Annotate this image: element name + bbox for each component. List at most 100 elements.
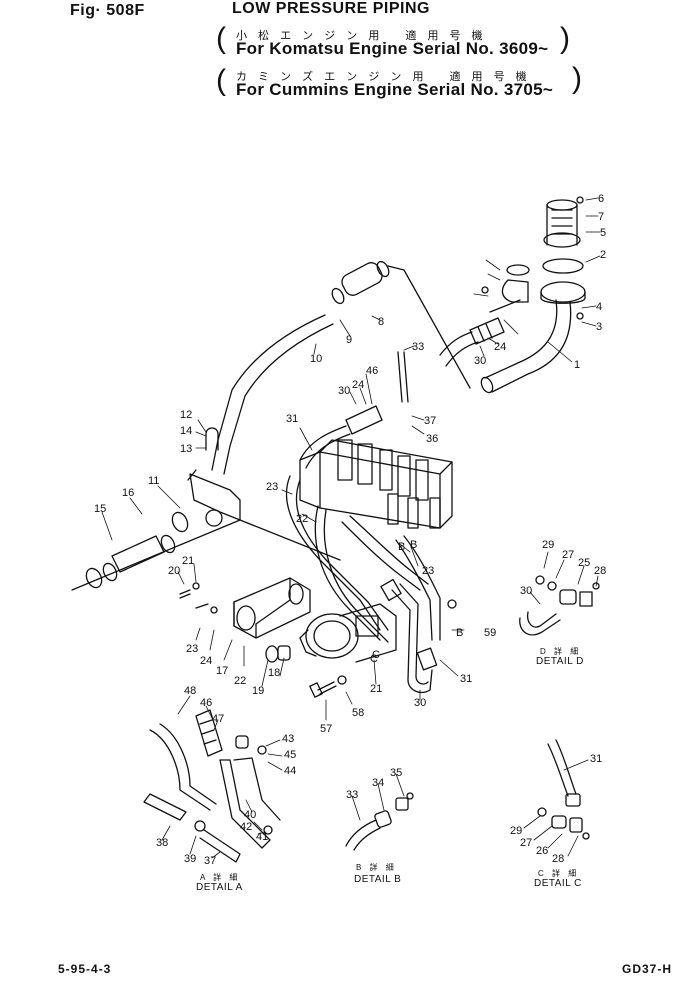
callout: B <box>456 627 463 639</box>
leader-line-8 <box>387 265 471 389</box>
callout: 13 <box>180 443 192 455</box>
callout: 57 <box>320 723 332 735</box>
svg-text:41: 41 <box>256 831 268 843</box>
figure-number: Fig· 508F <box>70 2 145 19</box>
callout: C <box>370 653 378 665</box>
svg-text:34: 34 <box>372 777 384 789</box>
open-paren-komatsu: ( <box>216 22 226 55</box>
svg-text:38: 38 <box>156 837 168 849</box>
svg-text:28: 28 <box>594 565 606 577</box>
callout: 21 <box>182 555 194 567</box>
detail-d-caption-jp: D 詳 細 <box>540 646 581 656</box>
detail-c-caption: DETAIL C <box>534 878 582 889</box>
suction-pipe-1 <box>480 299 572 394</box>
svg-text:42: 42 <box>240 821 252 833</box>
svg-text:28: 28 <box>552 853 564 865</box>
leader-lines <box>101 197 601 859</box>
u-bolt-49 <box>397 351 403 403</box>
plug-18-19 <box>265 645 291 663</box>
detail-b-drawing <box>345 792 414 851</box>
svg-text:29: 29 <box>542 539 554 551</box>
callout: 17 <box>216 665 228 677</box>
svg-text:37: 37 <box>204 855 216 867</box>
svg-text:43: 43 <box>282 733 294 745</box>
close-paren-komatsu: ) <box>560 22 570 55</box>
komatsu-serial-note-jp: 小 松 エ ン ジ ン 用 適 用 号 機 <box>236 30 487 42</box>
callout: 23 <box>186 643 198 655</box>
callout: 3 <box>596 321 602 333</box>
callout: 59 <box>484 627 496 639</box>
callout: 37 <box>424 415 436 427</box>
callout: 22 <box>296 513 308 525</box>
svg-text:40: 40 <box>244 809 256 821</box>
callout: 31 <box>460 673 472 685</box>
callout-letter: C <box>372 649 380 661</box>
detail-captions: A 詳 細 DETAIL A B 詳 細 DETAIL B C 詳 細 DETA… <box>196 646 583 893</box>
detail-b-caption-jp: B 詳 細 <box>356 862 397 872</box>
callout: 4 <box>596 301 602 313</box>
callout: 22 <box>234 675 246 687</box>
callout: B <box>398 541 405 553</box>
callout: 58 <box>352 707 364 719</box>
callout: 23 <box>266 481 278 493</box>
tube-bundle-31-32-33 <box>285 475 441 643</box>
elbow-11 <box>187 469 241 527</box>
detail-c-caption-jp: C 詳 細 <box>538 868 579 878</box>
bolt-57-58 <box>309 675 347 698</box>
svg-text:46: 46 <box>200 697 212 709</box>
hydraulic-pump <box>299 603 397 663</box>
hose-47-upper <box>439 317 505 367</box>
callout: 23 <box>422 565 434 577</box>
callout: 33 <box>412 341 424 353</box>
cummins-serial-note-jp: カ ミ ン ズ エ ン ジ ン 用 適 用 号 機 <box>236 71 531 83</box>
svg-text:35: 35 <box>390 767 402 779</box>
callout: 20 <box>168 565 180 577</box>
svg-text:47: 47 <box>212 713 224 725</box>
cummins-serial-note: For Cummins Engine Serial No. 3705~ <box>236 80 554 99</box>
open-paren-cummins: ( <box>216 64 226 97</box>
svg-text:31: 31 <box>590 753 602 765</box>
u-bolt-12 <box>205 427 219 451</box>
tube-36-37 <box>380 578 438 694</box>
callout: 15 <box>94 503 106 515</box>
callout: 16 <box>122 487 134 499</box>
callout: 31 <box>286 413 298 425</box>
svg-text:27: 27 <box>520 837 532 849</box>
callout: 21 <box>370 683 382 695</box>
svg-text:44: 44 <box>284 765 296 777</box>
svg-text:39: 39 <box>184 853 196 865</box>
detail-a-drawing <box>143 709 281 863</box>
bolts-20-24 <box>179 582 218 614</box>
callout: 36 <box>426 433 438 445</box>
flange-bracket-17 <box>233 577 311 639</box>
callout: 30 <box>474 355 486 367</box>
detail-a-caption: DETAIL A <box>196 882 243 893</box>
callout: 7 <box>598 211 604 223</box>
callout: 18 <box>268 667 280 679</box>
svg-text:27: 27 <box>562 549 574 561</box>
return-pipe-10 <box>211 314 334 475</box>
elbow-fitting-53 <box>481 264 530 313</box>
hose-47-center <box>299 405 383 469</box>
hose-8 <box>331 260 390 305</box>
drawing-code: GD37-H <box>622 962 673 976</box>
callout: 19 <box>252 685 264 697</box>
callout: 14 <box>180 425 192 437</box>
diagram-title: LOW PRESSURE PIPING <box>232 0 430 17</box>
callout: 30 <box>338 385 350 397</box>
komatsu-serial-note: For Komatsu Engine Serial No. 3609~ <box>236 39 549 58</box>
svg-text:25: 25 <box>578 557 590 569</box>
control-valve-body <box>299 439 453 529</box>
page-code: 5-95-4-3 <box>58 962 112 976</box>
callout: 9 <box>346 334 352 346</box>
svg-text:26: 26 <box>536 845 548 857</box>
callout: 1 <box>574 359 580 371</box>
callout-letter: B <box>410 539 417 551</box>
callout: 30 <box>414 697 426 709</box>
callout: 24 <box>200 655 212 667</box>
callout: 11 <box>148 475 159 487</box>
close-paren-cummins: ) <box>572 62 582 95</box>
callout: 12 <box>180 409 192 421</box>
